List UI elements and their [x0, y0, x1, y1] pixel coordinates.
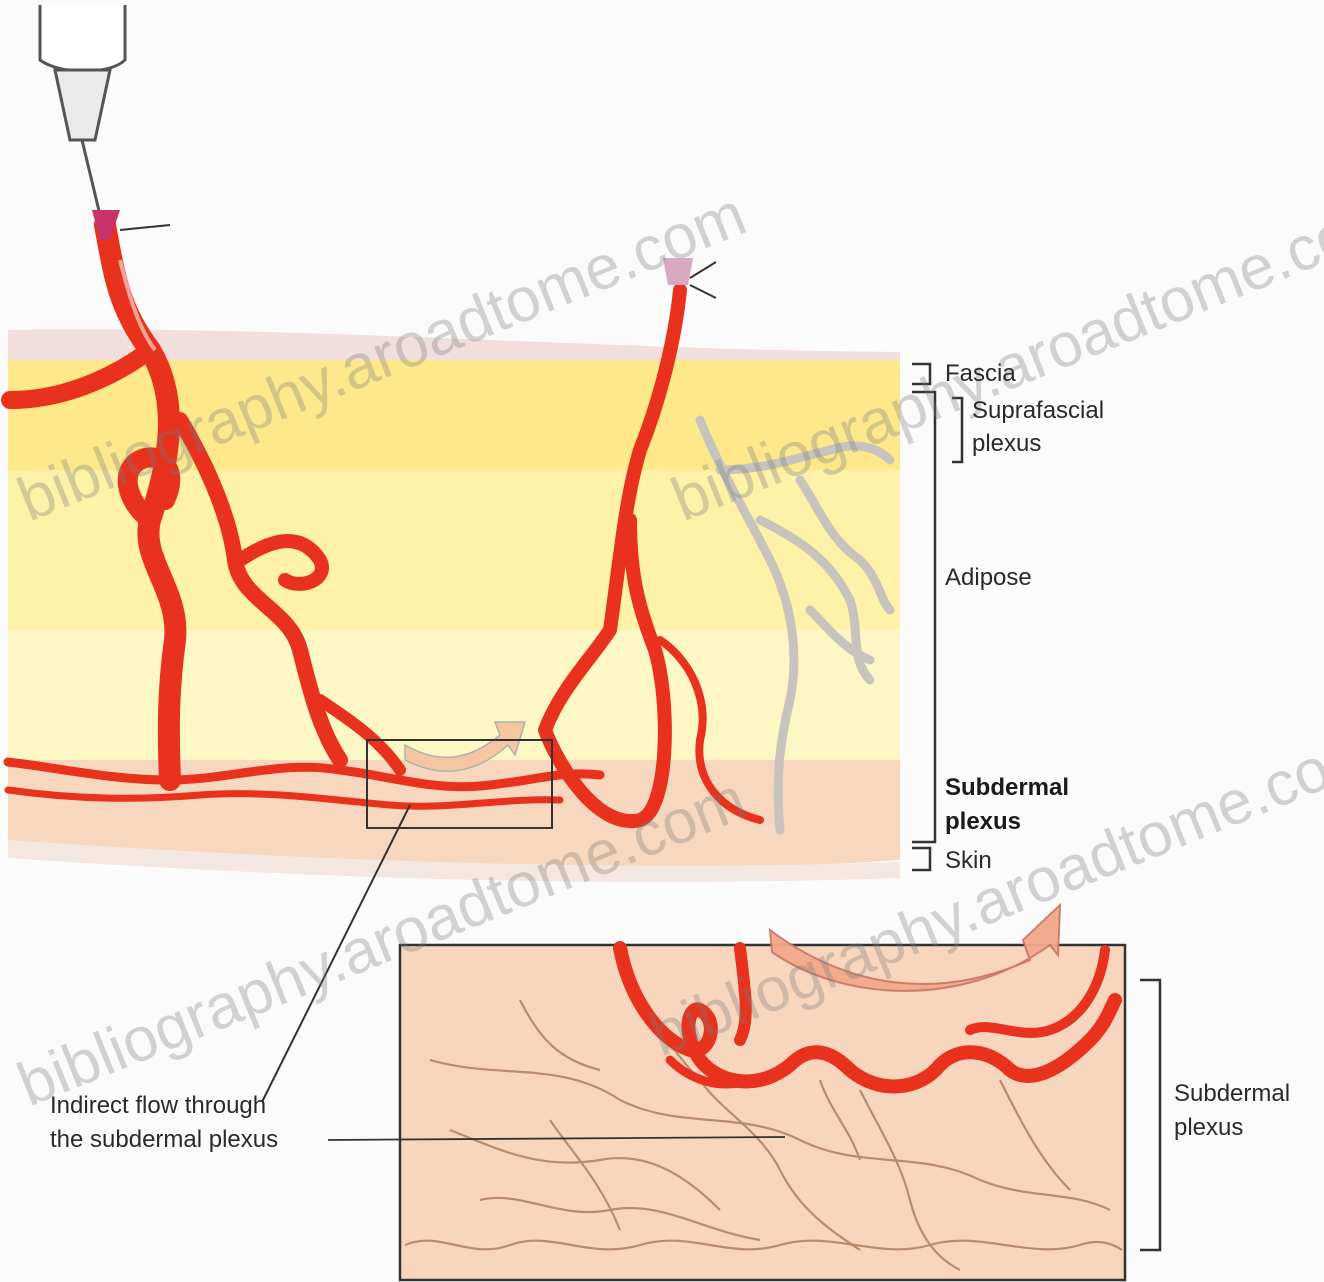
label-skin: Skin: [945, 845, 992, 876]
label-suprafascial-line1: Suprafascial: [972, 395, 1104, 426]
label-indirect-flow-line1: Indirect flow through: [50, 1090, 266, 1121]
inset-panel: [328, 905, 1125, 1280]
label-subdermal-line2: plexus: [945, 806, 1021, 837]
label-suprafascial-line2: plexus: [972, 428, 1041, 459]
label-fascia: Fascia: [945, 358, 1016, 389]
label-inset-subdermal-line1: Subdermal: [1174, 1078, 1290, 1109]
syringe: [40, 5, 170, 240]
label-adipose: Adipose: [945, 562, 1032, 593]
label-indirect-flow-line2: the subdermal plexus: [50, 1124, 278, 1155]
label-inset-subdermal-line2: plexus: [1174, 1112, 1243, 1143]
label-subdermal-line1: Subdermal: [945, 772, 1069, 803]
